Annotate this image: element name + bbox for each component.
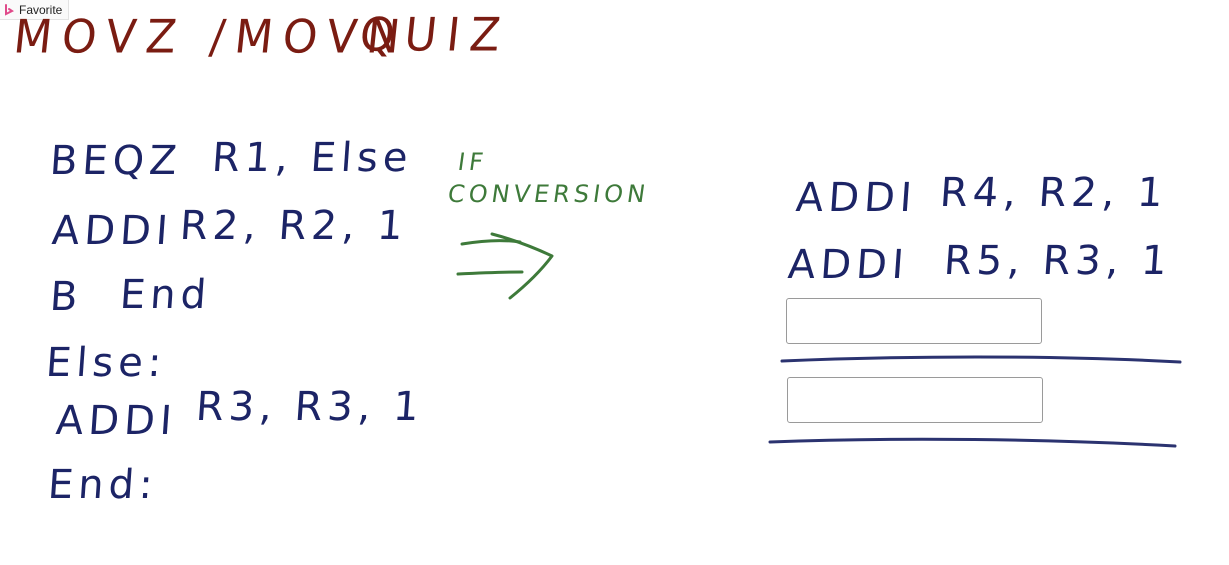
result-line-2-args: R5, R3, 1 [942,238,1174,284]
code-line-1-args: R1, Else [210,135,415,181]
code-line-5-args: R3, R3, 1 [194,384,426,430]
code-line-2-args: R2, R2, 1 [178,203,410,249]
answer-line-2 [768,437,1177,448]
result-line-1-op: ADDI [794,175,919,221]
quiz-title-left: MOVZ /MOVN [11,10,413,65]
code-line-4-label: Else: [44,340,168,386]
code-line-2-op: ADDI [50,208,175,254]
code-line-6-label: End: [46,462,160,508]
code-line-1-op: BEQZ [48,138,184,184]
favorite-bar[interactable]: Favorite [0,0,70,20]
favorite-label: Favorite [19,2,63,17]
conversion-label: CONVERSION [446,180,651,208]
result-line-2-op: ADDI [786,242,911,288]
code-line-3-op: B [48,274,85,320]
arrow-icon [456,232,554,300]
quiz-title-right: QUIZ [357,8,513,63]
code-line-3-args: End [118,272,213,318]
answer-input-1[interactable] [786,298,1042,344]
result-line-1-args: R4, R2, 1 [938,170,1170,216]
answer-input-2[interactable] [787,377,1043,423]
if-label: IF [456,148,489,176]
code-line-5-op: ADDI [54,398,179,444]
bing-icon [5,3,14,16]
answer-line-1 [780,355,1182,364]
